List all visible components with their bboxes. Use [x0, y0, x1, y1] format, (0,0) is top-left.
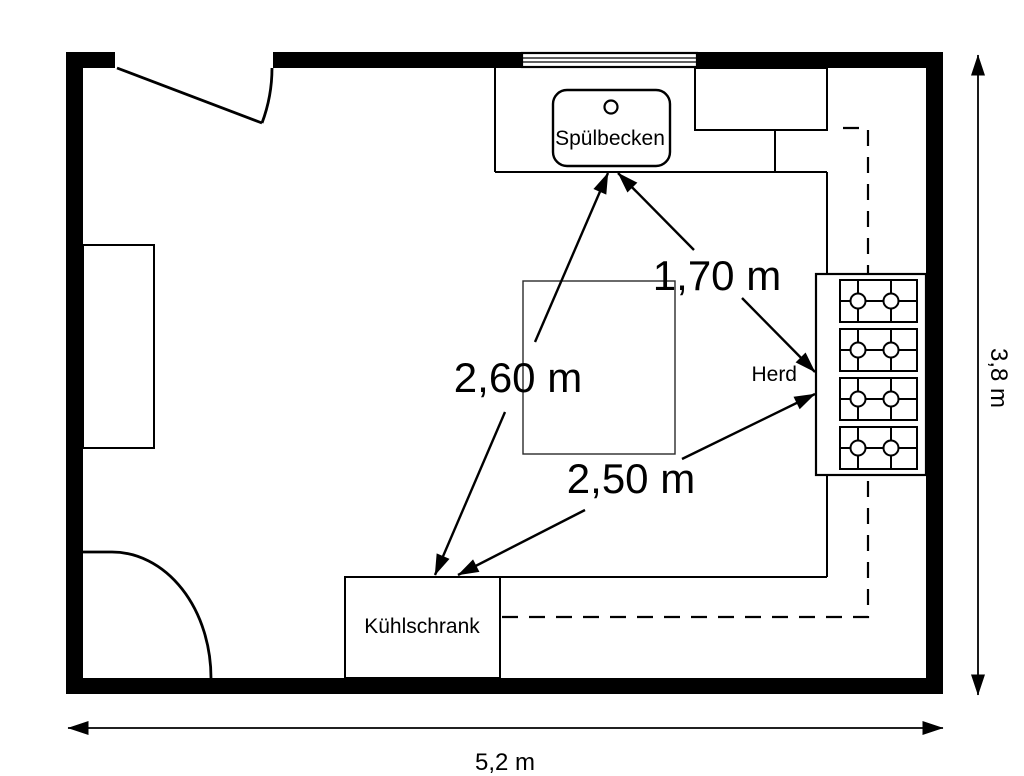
stove [814, 272, 928, 477]
interior-door [83, 550, 213, 679]
distance-label-sink-stove: 1,70 m [653, 252, 781, 299]
sink-label: Spülbecken [555, 127, 665, 150]
left-cabinet [82, 244, 155, 449]
sink-basin [551, 88, 672, 168]
entry-door [116, 66, 274, 125]
distance-label-fridge-stove: 2,50 m [567, 455, 695, 502]
height-dimension-label: 3,8 m [985, 348, 1012, 408]
wall-left [66, 52, 83, 694]
wall-top-segment-2 [273, 52, 522, 68]
faucet-icon [603, 99, 619, 115]
line-fridge-stove-a [457, 508, 586, 577]
counter-outline [345, 67, 828, 578]
upper-cabinet-dashed-outline [498, 126, 870, 619]
wall-right [926, 52, 943, 694]
fridge-label: Kühlschrank [364, 615, 480, 638]
line-sink-stove-b [741, 297, 816, 373]
line-sink-fridge-a [533, 172, 610, 343]
line-sink-fridge-b [433, 411, 507, 576]
burner [839, 377, 918, 421]
window [520, 51, 699, 69]
burner [839, 328, 918, 372]
burner [839, 279, 918, 323]
line-fridge-stove-b [681, 392, 816, 461]
width-dimension-label: 5,2 m [475, 749, 535, 776]
sink [551, 88, 672, 168]
line-sink-stove-a [617, 172, 695, 251]
wall-bottom [66, 678, 943, 694]
burner [839, 426, 918, 470]
stove-label: Herd [751, 363, 797, 386]
work-triangle [433, 172, 816, 577]
corner-cabinet [694, 67, 828, 131]
kitchen-island [522, 280, 676, 455]
wall-top-segment-3 [697, 52, 943, 68]
distance-label-sink-fridge: 2,60 m [454, 354, 582, 401]
walls [66, 52, 943, 694]
fridge [344, 576, 501, 679]
